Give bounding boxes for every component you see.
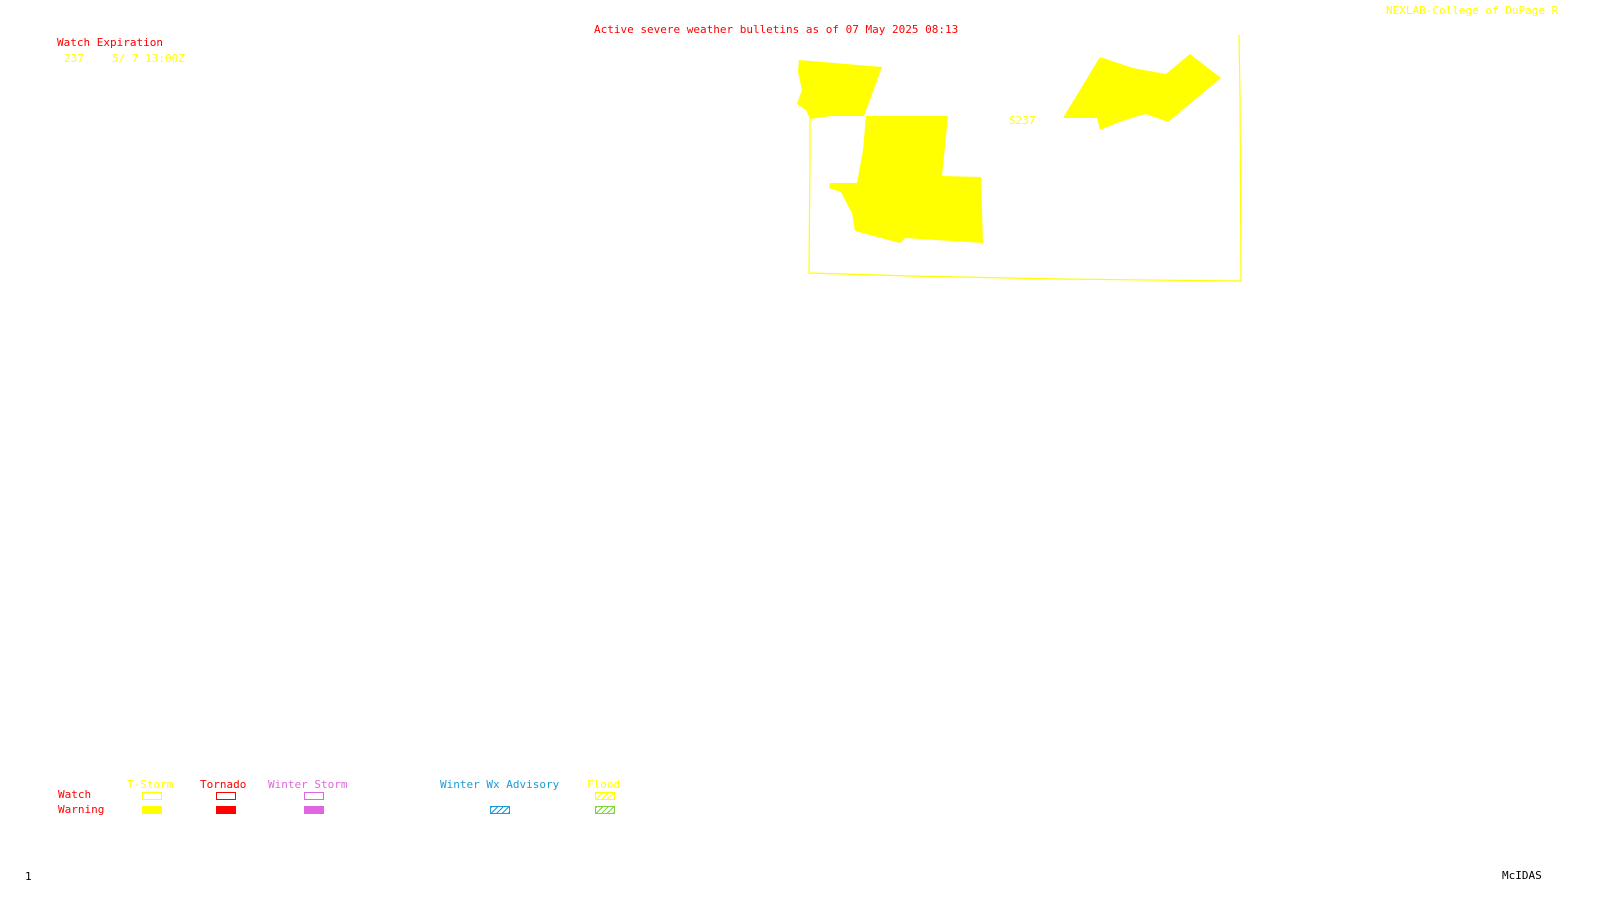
legend-tstorm-label: T-Storm [127, 778, 174, 791]
watch-county-ne [1063, 54, 1221, 130]
watch-id-label: S237 [1009, 114, 1036, 127]
tstorm-warning-swatch [142, 806, 162, 814]
bulletin-title: Active severe weather bulletins as of 07… [594, 23, 959, 36]
watch-county-central [829, 116, 983, 243]
watch-number: 237 [64, 52, 84, 65]
watch-county-nw [797, 60, 882, 119]
winter-storm-warning-swatch [304, 806, 324, 814]
frame-number: 1 [25, 870, 32, 883]
flood-warning-swatch [595, 806, 615, 814]
watch-expiry-time: 5/ 7 13:00Z [112, 52, 185, 65]
software-label: McIDAS [1502, 869, 1542, 882]
legend-warning-row-label: Warning [58, 803, 105, 816]
legend-flood-label: Flood [587, 778, 621, 791]
legend-winter-storm-label: Winter Storm [268, 778, 348, 791]
source-credit: NEXLAB-College of DuPage R [1386, 4, 1559, 17]
tornado-warning-swatch [216, 806, 236, 814]
tstorm-watch-swatch [142, 792, 162, 800]
legend-winter-advisory-label: Winter Wx Advisory [440, 778, 560, 791]
tornado-watch-swatch [216, 792, 236, 800]
watch-expiration-heading: Watch Expiration [57, 36, 163, 49]
winter-storm-watch-swatch [304, 792, 324, 800]
flood-watch-swatch [595, 792, 615, 800]
legend-tornado-label: Tornado [200, 778, 247, 791]
legend-watch-row-label: Watch [58, 788, 92, 801]
watch-box-outline [808, 34, 1242, 282]
winter-advisory-swatch [490, 806, 510, 814]
